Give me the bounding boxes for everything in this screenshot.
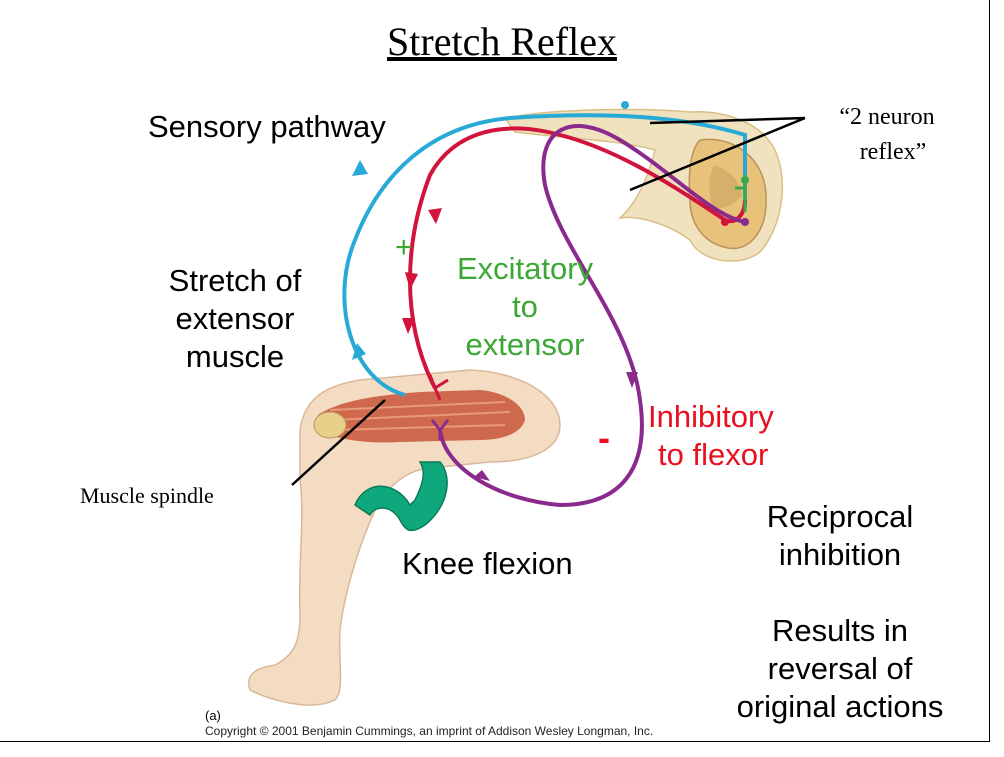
label-results: Results in reversal of original actions	[700, 612, 980, 725]
minus-sign: -	[598, 416, 610, 460]
excitatory-line1: Excitatory	[425, 250, 625, 288]
leg	[249, 370, 560, 705]
results-line3: original actions	[700, 688, 980, 726]
excitatory-line2: to	[425, 288, 625, 326]
copyright-notice: Copyright © 2001 Benjamin Cummings, an i…	[205, 724, 760, 738]
reciprocal-line2: inhibition	[735, 536, 945, 574]
stretch-line3: muscle	[140, 338, 330, 376]
synapse-red	[721, 218, 729, 226]
plus-sign: +	[395, 230, 413, 267]
results-line1: Results in	[700, 612, 980, 650]
stretch-line1: Stretch of	[140, 262, 330, 300]
inhibitory-line1: Inhibitory	[648, 398, 774, 436]
stretch-line2: extensor	[140, 300, 330, 338]
label-sensory-pathway: Sensory pathway	[148, 108, 386, 146]
reciprocal-line1: Reciprocal	[735, 498, 945, 536]
label-stretch-extensor: Stretch of extensor muscle	[140, 262, 330, 375]
label-excitatory: Excitatory to extensor	[425, 250, 625, 363]
label-inhibitory: Inhibitory to flexor	[648, 398, 774, 474]
excitatory-line3: extensor	[425, 326, 625, 364]
synapse-purple	[741, 218, 749, 226]
label-two-neuron-reflex: “2 neuron reflex”	[812, 100, 962, 170]
sensory-ganglion	[621, 101, 629, 109]
sensory-arrow-up	[352, 160, 368, 176]
label-muscle-spindle: Muscle spindle	[80, 483, 214, 509]
label-knee-flexion: Knee flexion	[402, 545, 573, 583]
two-neuron-line2: reflex”	[812, 135, 962, 170]
results-line2: reversal of	[700, 650, 980, 688]
two-neuron-line1: “2 neuron	[812, 100, 962, 135]
excitatory-arrow-top	[428, 208, 442, 224]
synapse-green	[741, 176, 749, 184]
label-reciprocal-inhibition: Reciprocal inhibition	[735, 498, 945, 574]
inhibitory-line2: to flexor	[648, 436, 774, 474]
figure-letter: (a)	[205, 708, 221, 723]
